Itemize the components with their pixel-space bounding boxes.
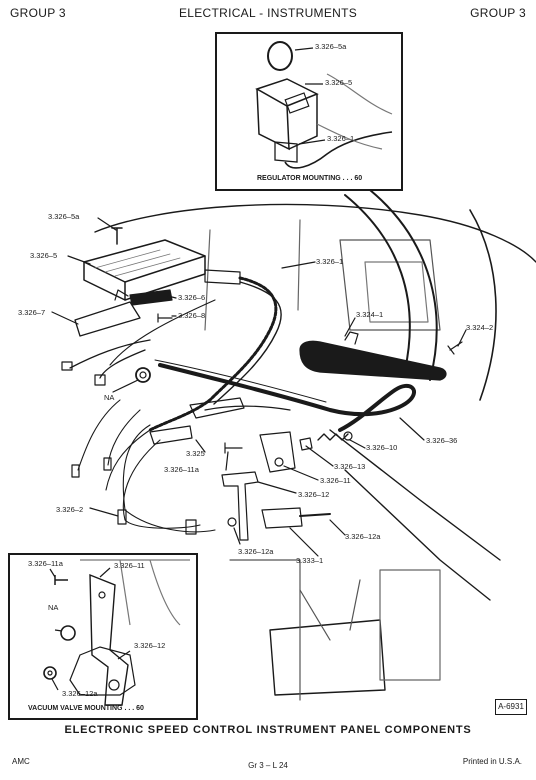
figure-id-badge: A-6931 — [495, 699, 527, 715]
callout-vacuum-3-326-12a: 3.326–12a — [62, 689, 98, 698]
header-group-right: GROUP 3 — [470, 6, 526, 20]
callout-regulator-module: 3.326–5 — [325, 78, 353, 87]
footer-page-number: Gr 3 – L 24 — [248, 761, 288, 770]
callout-regulator-harness: 3.326–1 — [327, 134, 355, 143]
callout-3-326-12a-right: 3.326–12a — [345, 532, 381, 541]
callout-na: NA — [104, 393, 115, 402]
callout-3-325: 3.325 — [186, 449, 205, 458]
callout-3-326-11: 3.326–11 — [320, 476, 351, 485]
callout-3-324-1: 3.324–1 — [356, 310, 384, 319]
callout-3-326-6: 3.326–6 — [178, 293, 206, 302]
callout-vacuum-3-326-11a: 3.326–11a — [28, 559, 63, 568]
vacuum-valve-mounting-inset: 3.326–11a 3.326–11 NA 3.326–12 3.326–12a… — [8, 553, 198, 720]
regulator-mounting-inset: 3.326–5a 3.326–5 3.326–1 REGULATOR MOUNT… — [215, 32, 403, 191]
footer-publisher: AMC — [12, 757, 30, 766]
callout-vacuum-3-326-12: 3.326–12 — [134, 641, 166, 650]
regulator-mounting-drawing — [255, 41, 393, 169]
callout-3-326-5a: 3.326–5a — [48, 212, 80, 221]
callout-3-326-10: 3.326–10 — [366, 443, 398, 452]
callout-3-326-5: 3.326–5 — [30, 251, 58, 260]
regulator-mounting-caption: REGULATOR MOUNTING . . . 60 — [257, 175, 363, 182]
callout-3-333-1: 3.333–1 — [296, 556, 324, 565]
callout-regulator-clip: 3.326–5a — [315, 42, 347, 51]
header-group-left: GROUP 3 — [10, 6, 66, 20]
footer-printed-in: Printed in U.S.A. — [462, 757, 522, 766]
figure-title: ELECTRONIC SPEED CONTROL INSTRUMENT PANE… — [64, 724, 472, 736]
vacuum-valve-mounting-caption: VACUUM VALVE MOUNTING . . . 60 — [28, 705, 144, 712]
vacuum-valve-mounting-drawing — [43, 559, 190, 706]
callout-3-326-36: 3.326–36 — [426, 436, 458, 445]
callout-3-326-12: 3.326–12 — [298, 490, 330, 499]
callout-3-326-11a: 3.326–11a — [164, 465, 199, 474]
callout-3-326-1: 3.326–1 — [316, 257, 344, 266]
callout-3-326-13: 3.326–13 — [334, 462, 366, 471]
callout-3-324-2: 3.324–2 — [466, 323, 494, 332]
callout-3-326-7: 3.326–7 — [18, 308, 46, 317]
callout-3-326-2: 3.326–2 — [56, 505, 84, 514]
callout-vacuum-3-326-11: 3.326–11 — [114, 561, 145, 570]
callout-vacuum-na: NA — [48, 603, 59, 612]
callout-3-326-12a-left: 3.326–12a — [238, 547, 274, 556]
callout-3-326-8: 3.326–8 — [178, 311, 206, 320]
header-section-title: ELECTRICAL - INSTRUMENTS — [178, 6, 358, 20]
